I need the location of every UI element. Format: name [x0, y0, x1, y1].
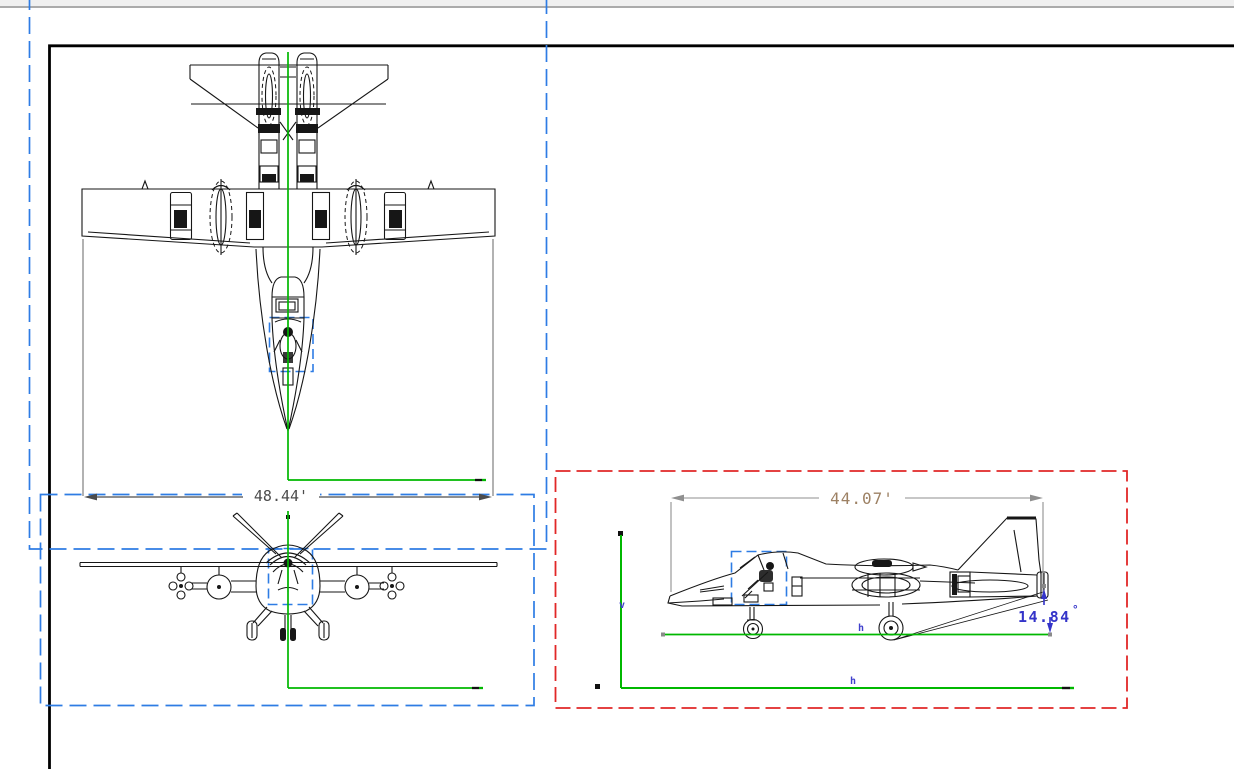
selection-box-side-view[interactable]	[554, 470, 1128, 709]
dimension-wingspan[interactable]: 48.44'	[82, 239, 494, 505]
cockpit-selection-side-view[interactable]	[730, 550, 788, 606]
dimension-tipback-angle[interactable]: 14.84 °	[1018, 584, 1079, 633]
cockpit-selection-front-view[interactable]	[267, 547, 314, 606]
axis-front-view[interactable]	[286, 511, 483, 690]
axis-top-view[interactable]	[287, 52, 486, 482]
axis-label-h-ground: h	[858, 623, 864, 634]
length-dimension-text[interactable]: 44.07'	[830, 489, 894, 508]
tipback-angle-text[interactable]: 14.84	[1018, 608, 1071, 626]
datum-point-marker[interactable]	[595, 684, 600, 689]
top-view-drawing[interactable]	[81, 52, 496, 432]
axis-label-v: v	[619, 600, 625, 611]
tipback-angle-unit: °	[1072, 603, 1079, 616]
sheet-frame-border	[48, 44, 1234, 769]
axis-label-h-axis: h	[850, 676, 856, 687]
side-view-drawing[interactable]	[667, 516, 1049, 641]
axis-side-view[interactable]: v h h	[595, 531, 1074, 690]
selection-box-top-view[interactable]	[28, 0, 548, 550]
dimension-length[interactable]: 44.07'	[670, 489, 1044, 594]
wingspan-dimension-text[interactable]: 48.44'	[254, 487, 308, 505]
window-chrome-bar	[0, 0, 1234, 8]
